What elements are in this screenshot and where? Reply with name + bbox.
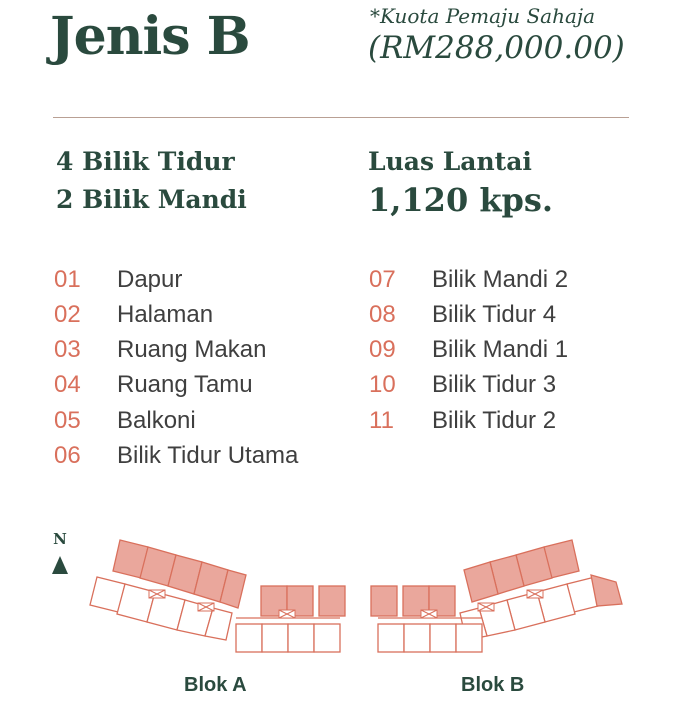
unit-shape xyxy=(377,623,405,653)
highlighted-unit xyxy=(318,585,346,617)
room-name: Dapur xyxy=(117,266,183,293)
room-number: 01 xyxy=(54,266,81,293)
quota-note: *Kuota Pemaju Sahaja xyxy=(370,4,596,28)
unit-shape xyxy=(313,623,341,653)
unit-shape xyxy=(235,623,263,653)
quota-price: (RM288,000.00) xyxy=(368,30,625,66)
unit-shape xyxy=(455,623,483,653)
block-a-cores xyxy=(148,589,296,619)
room-number: 07 xyxy=(369,266,396,293)
bedroom-count: 4 Bilik Tidur xyxy=(56,147,235,176)
room-number: 05 xyxy=(54,407,81,434)
room-name: Ruang Tamu xyxy=(117,371,253,398)
highlighted-unit xyxy=(219,569,247,609)
room-name: Balkoni xyxy=(117,407,196,434)
block-b-cores xyxy=(420,589,544,619)
room-number: 03 xyxy=(54,336,81,363)
room-number: 11 xyxy=(369,407,394,434)
unit-type-title: Jenis B xyxy=(50,6,251,67)
bathroom-count: 2 Bilik Mandi xyxy=(56,185,247,214)
room-number: 08 xyxy=(369,301,396,328)
block-b-highlight xyxy=(370,539,623,617)
highlighted-unit xyxy=(370,585,398,617)
room-name: Bilik Tidur 4 xyxy=(432,301,557,328)
highlighted-unit xyxy=(463,561,499,603)
room-name: Bilik Tidur 3 xyxy=(432,371,557,398)
room-number: 10 xyxy=(369,371,396,398)
block-a-plan xyxy=(89,576,341,653)
block-b-label: Blok B xyxy=(461,674,525,696)
divider xyxy=(53,117,629,118)
highlighted-unit xyxy=(402,585,430,617)
block-a-label: Blok A xyxy=(184,674,247,696)
unit-shape xyxy=(287,623,315,653)
room-number: 02 xyxy=(54,301,81,328)
unit-shape xyxy=(403,623,431,653)
unit-shape xyxy=(429,623,457,653)
room-name: Bilik Tidur Utama xyxy=(117,442,299,469)
room-name: Halaman xyxy=(117,301,214,328)
north-label: N xyxy=(53,530,67,548)
room-number: 06 xyxy=(54,442,81,469)
room-name: Bilik Mandi 2 xyxy=(432,266,569,293)
room-name: Bilik Mandi 1 xyxy=(432,336,569,363)
highlighted-unit xyxy=(590,574,623,607)
floor-area-label: Luas Lantai xyxy=(368,147,532,176)
floor-area-value: 1,120 kps. xyxy=(368,181,554,219)
north-arrow-icon xyxy=(52,556,68,574)
unit-shape xyxy=(204,607,233,641)
room-number: 04 xyxy=(54,371,81,398)
room-name: Bilik Tidur 2 xyxy=(432,407,557,434)
unit-shape xyxy=(261,623,289,653)
room-number: 09 xyxy=(369,336,396,363)
room-name: Ruang Makan xyxy=(117,336,267,363)
